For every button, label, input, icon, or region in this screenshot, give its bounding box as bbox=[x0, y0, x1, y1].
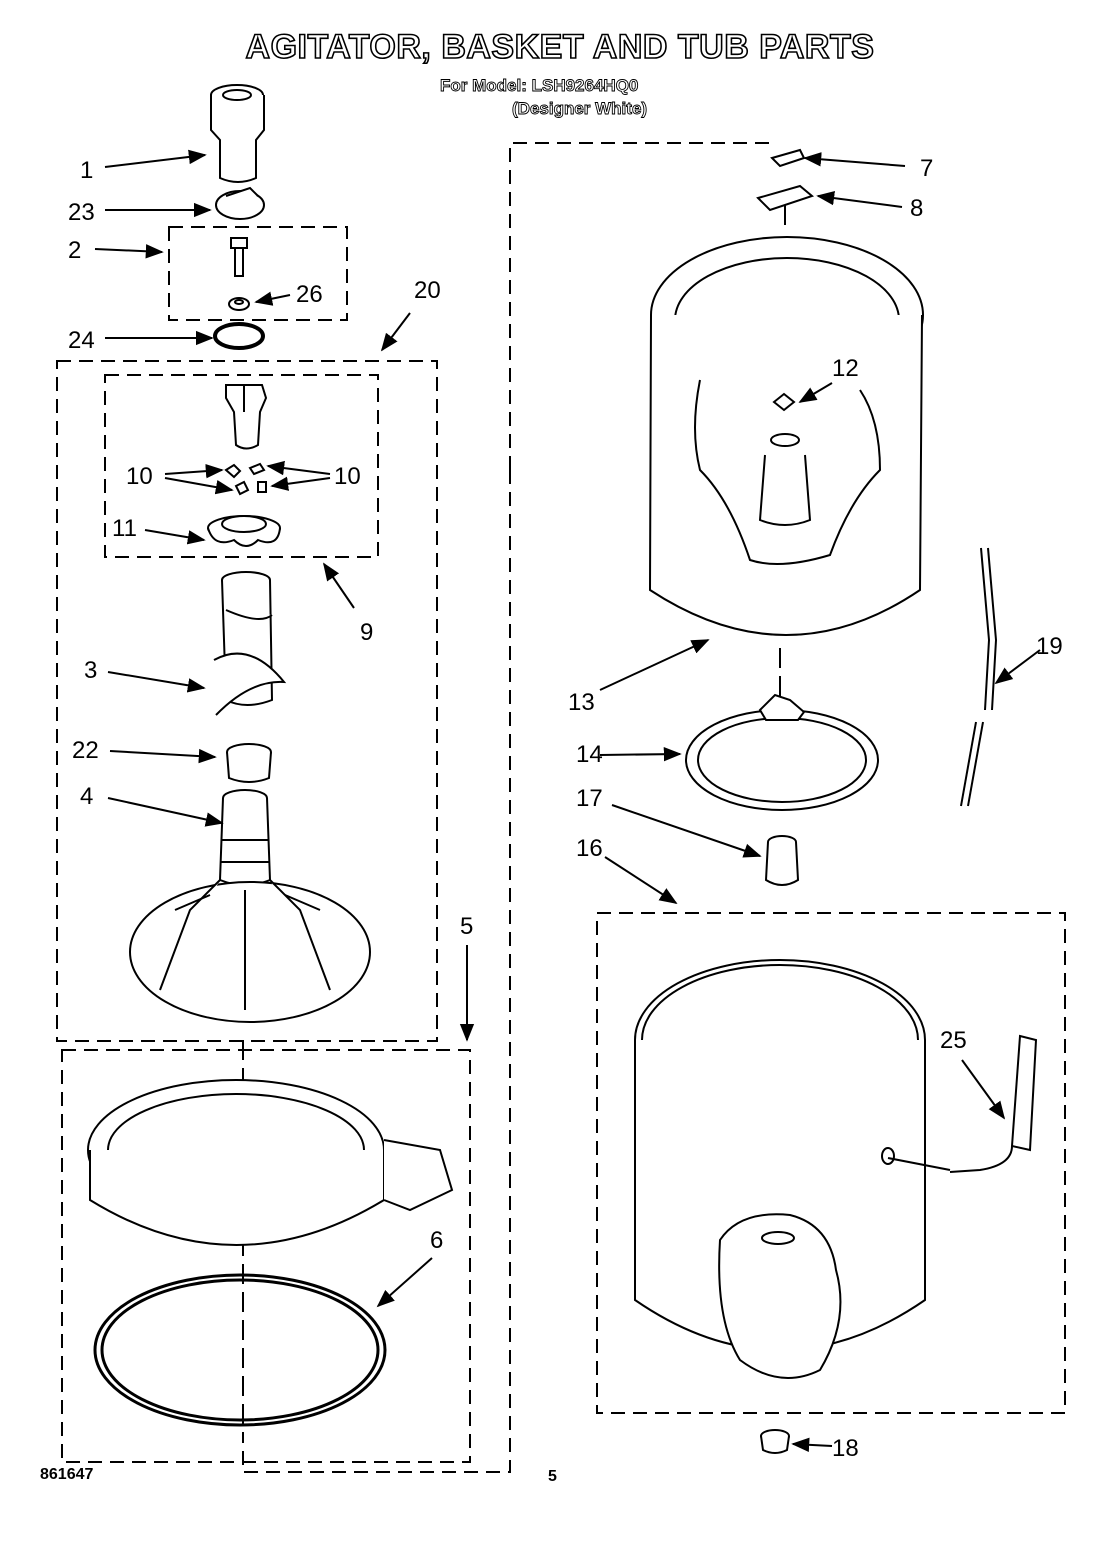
leader-arrows bbox=[94, 149, 1041, 1453]
page-number: 5 bbox=[548, 1468, 557, 1485]
callout-23: 23 bbox=[68, 199, 95, 226]
part-4-agitator-base bbox=[129, 789, 371, 1023]
callout-9: 9 bbox=[360, 619, 373, 646]
part-8-bracket bbox=[756, 184, 815, 225]
callout-18: 18 bbox=[832, 1435, 859, 1462]
part-9-cam bbox=[225, 384, 268, 450]
group-box-5 bbox=[61, 1049, 471, 1463]
part-7-clip bbox=[770, 148, 806, 168]
group-box-20 bbox=[56, 360, 438, 1042]
part-3-auger bbox=[213, 571, 287, 716]
callout-1: 1 bbox=[80, 157, 93, 184]
part-19-hose bbox=[960, 547, 998, 807]
callout-3: 3 bbox=[84, 657, 97, 684]
dashed-group-boxes bbox=[56, 226, 1066, 1463]
part-22-bearing bbox=[226, 743, 272, 783]
part-17-spline bbox=[764, 835, 800, 886]
callout-11: 11 bbox=[112, 515, 137, 542]
part-5-tub-ring bbox=[87, 1079, 454, 1246]
callout-24: 24 bbox=[68, 327, 95, 354]
callout-19: 19 bbox=[1036, 633, 1063, 660]
callout-6: 6 bbox=[430, 1227, 443, 1254]
group-box-9 bbox=[104, 374, 379, 558]
part-18-plug bbox=[760, 1429, 790, 1454]
callout-10-left: 10 bbox=[126, 463, 153, 490]
part-16-tub bbox=[634, 959, 926, 1379]
callout-5: 5 bbox=[460, 913, 473, 940]
part-2-bolt bbox=[230, 237, 248, 277]
callout-2: 2 bbox=[68, 237, 81, 264]
callout-7: 7 bbox=[920, 155, 933, 182]
part-26-washer bbox=[228, 297, 250, 311]
callout-14: 14 bbox=[576, 741, 603, 768]
callout-4: 4 bbox=[80, 783, 93, 810]
part-24-o-ring bbox=[213, 322, 265, 350]
connector-line bbox=[242, 142, 775, 1473]
part-14-drive-hub bbox=[685, 693, 879, 811]
callout-20: 20 bbox=[414, 277, 441, 304]
callout-17: 17 bbox=[576, 785, 603, 812]
group-box-2 bbox=[168, 226, 348, 321]
part-23-cap-retainer bbox=[215, 186, 265, 220]
callout-12: 12 bbox=[832, 355, 859, 382]
part-1-agitator-cap bbox=[210, 84, 265, 183]
group-box-16 bbox=[596, 912, 1066, 1414]
callout-8: 8 bbox=[910, 195, 923, 222]
part-6-gasket bbox=[93, 1273, 387, 1427]
model-line: For Model: LSH9264HQ0 bbox=[440, 76, 639, 96]
part-10-dogs bbox=[224, 462, 267, 496]
document-number: 861647 bbox=[40, 1466, 94, 1483]
callout-26: 26 bbox=[296, 281, 323, 308]
color-line: (Designer White) bbox=[512, 99, 648, 119]
part-13-basket bbox=[648, 236, 924, 636]
part-25-drain-hose bbox=[887, 1034, 1038, 1173]
part-11-ratchet bbox=[207, 515, 281, 547]
callout-22: 22 bbox=[72, 737, 99, 764]
callout-13: 13 bbox=[568, 689, 595, 716]
page-title: AGITATOR, BASKET AND TUB PARTS bbox=[245, 27, 875, 67]
callout-25: 25 bbox=[940, 1027, 967, 1054]
callout-10-right: 10 bbox=[334, 463, 361, 490]
callout-16: 16 bbox=[576, 835, 603, 862]
